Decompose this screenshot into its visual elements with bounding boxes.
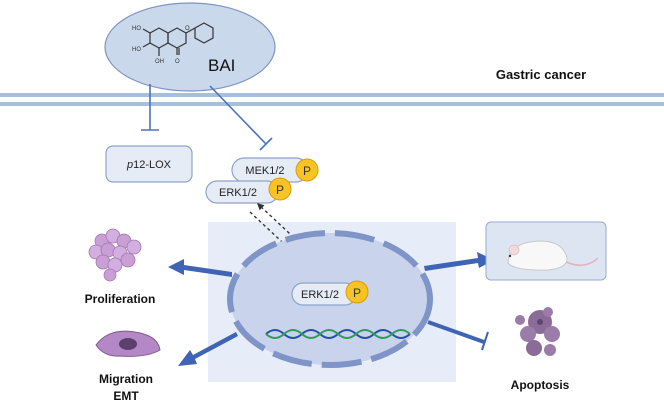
p12lox-italic-prefix: p bbox=[126, 159, 133, 171]
p12lox-label-rest: 12-LOX bbox=[133, 159, 172, 171]
inhibition-to-p12lox bbox=[141, 84, 159, 131]
erk-cyto-label: ERK1/2 bbox=[219, 187, 257, 199]
dna-helix-icon bbox=[265, 329, 411, 339]
erk-cyto-phospho-badge bbox=[268, 177, 292, 201]
mek-phospho-badge bbox=[295, 158, 319, 182]
migrating-cell-icon bbox=[95, 330, 161, 357]
mouse-icon bbox=[507, 240, 599, 271]
arrow-to-mouse bbox=[424, 252, 494, 271]
p12lox-box bbox=[105, 145, 193, 183]
context-label: Gastric cancer bbox=[496, 67, 586, 82]
proliferation-label: Proliferation bbox=[85, 292, 156, 306]
compound-ellipse bbox=[104, 2, 276, 92]
ring-oxygen-label: O bbox=[185, 26, 190, 32]
arrow-to-migration bbox=[178, 332, 238, 366]
mek-label: MEK1/2 bbox=[245, 165, 284, 177]
emt-label: EMT bbox=[113, 389, 139, 403]
cell-membrane bbox=[0, 93, 664, 106]
p12lox-label: p12-LOX bbox=[126, 159, 172, 171]
translocation-arrow-in bbox=[249, 211, 314, 271]
erk-nuclear-phospho-label: P bbox=[353, 286, 361, 300]
mek-phospho-label: P bbox=[303, 164, 311, 178]
erk-cyto-phospho-label: P bbox=[276, 183, 284, 197]
compound-structure-icon bbox=[142, 22, 214, 56]
apoptosis-label: Apoptosis bbox=[511, 378, 570, 392]
migration-label: Migration bbox=[99, 372, 153, 386]
carbonyl-label: O bbox=[175, 59, 180, 65]
oh-label: HO bbox=[132, 26, 141, 32]
inhibition-to-mek bbox=[209, 85, 273, 151]
tumor-cell-cluster-icon bbox=[88, 228, 142, 282]
erk-nuclear-phospho-badge bbox=[345, 280, 369, 304]
erk-nuclear-label: ERK1/2 bbox=[301, 289, 339, 301]
apoptotic-cell-icon bbox=[515, 307, 560, 356]
oh-label: HO bbox=[132, 47, 141, 53]
inhibition-to-apoptosis bbox=[427, 320, 489, 351]
arrow-to-proliferation bbox=[168, 259, 232, 277]
oh-label: OH bbox=[155, 59, 164, 65]
compound-name: BAI bbox=[208, 56, 235, 75]
